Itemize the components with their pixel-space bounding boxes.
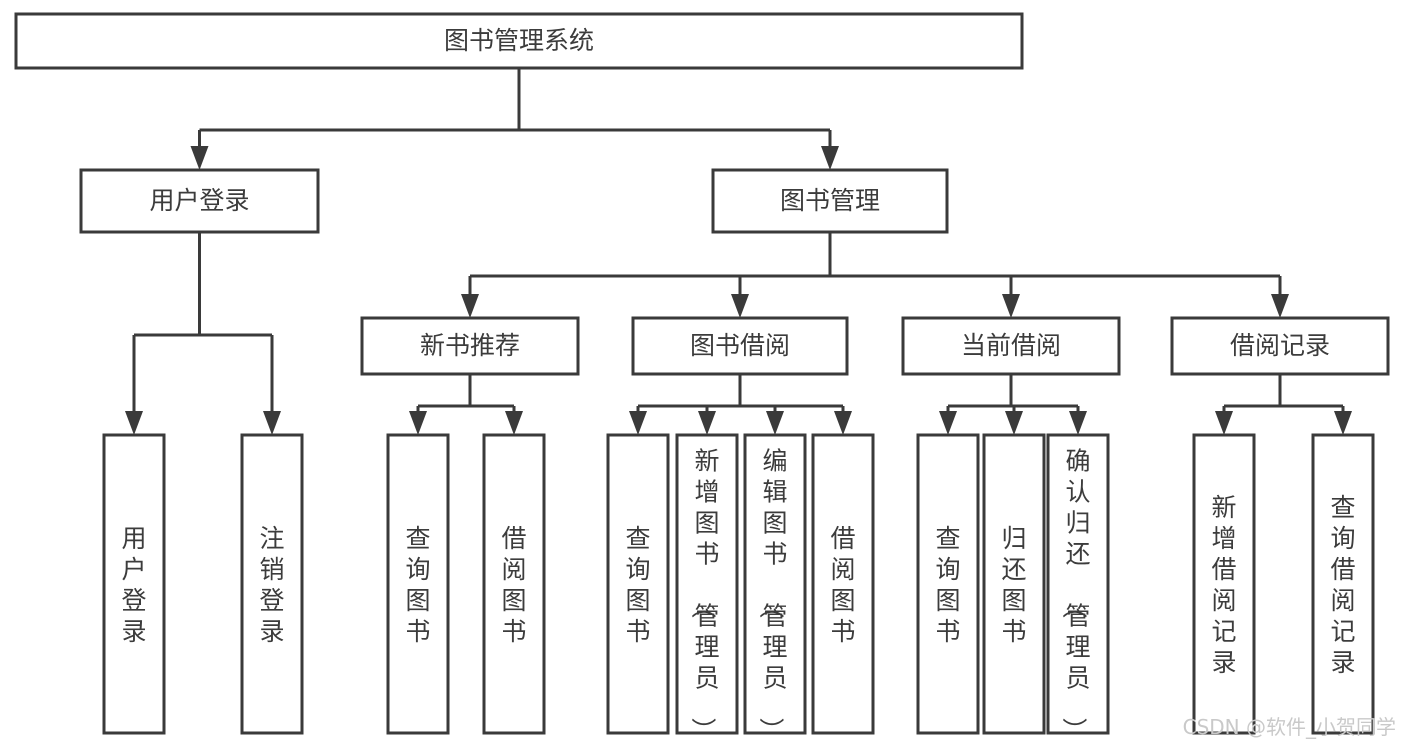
node-label-leaf-query-record: 查询借阅记录	[1330, 493, 1355, 677]
node-box-leaf-query-book-1	[386, 433, 450, 735]
node-label-book-manage: 图书管理	[780, 186, 880, 215]
node-label-leaf-borrow-book-2: 借阅图书	[830, 524, 855, 646]
connector-layer	[125, 68, 1352, 435]
node-leaf-return-book[interactable]: 归还图书	[982, 433, 1046, 735]
node-leaf-confirm-return[interactable]: 确认归还（管理员）	[1046, 433, 1110, 743]
node-label-leaf-edit-book: 编辑图书（管理员）	[756, 447, 787, 743]
node-label-leaf-query-book-1: 查询图书	[405, 524, 430, 646]
connector-borrow-record-to-leaf-query-record-arrow-icon	[1334, 411, 1352, 435]
node-label-leaf-confirm-return: 确认归还（管理员）	[1059, 447, 1090, 743]
node-layer: 图书管理系统用户登录图书管理新书推荐图书借阅当前借阅借阅记录用户登录注销登录查询…	[14, 12, 1390, 743]
node-leaf-borrow-book-1[interactable]: 借阅图书	[482, 433, 546, 735]
node-box-current-borrow	[901, 316, 1121, 376]
node-box-leaf-query-record	[1311, 433, 1375, 735]
node-root[interactable]: 图书管理系统	[14, 12, 1024, 70]
node-label-leaf-user-login: 用户登录	[121, 524, 146, 646]
node-box-leaf-user-login	[102, 433, 166, 735]
node-leaf-query-record[interactable]: 查询借阅记录	[1311, 433, 1375, 735]
node-label-current-borrow: 当前借阅	[961, 331, 1061, 360]
node-leaf-query-book-3[interactable]: 查询图书	[916, 433, 980, 735]
node-box-leaf-query-book-2	[606, 433, 670, 735]
node-book-borrow[interactable]: 图书借阅	[631, 316, 849, 376]
connector-current-borrow-to-leaf-return-book-arrow-icon	[1005, 411, 1023, 435]
node-box-leaf-add-book	[675, 433, 739, 735]
node-leaf-borrow-book-2[interactable]: 借阅图书	[811, 433, 875, 735]
connector-book-borrow-to-leaf-add-book-arrow-icon	[698, 411, 716, 435]
node-box-borrow-record	[1170, 316, 1390, 376]
node-book-manage[interactable]: 图书管理	[711, 168, 949, 234]
connector-current-borrow-to-leaf-query-book-3-arrow-icon	[939, 411, 957, 435]
connector-new-book-recommend-to-leaf-query-book-1-arrow-icon	[409, 411, 427, 435]
node-box-book-manage	[711, 168, 949, 234]
node-box-leaf-confirm-return	[1046, 433, 1110, 735]
node-box-leaf-borrow-book-2	[811, 433, 875, 735]
connector-book-borrow-to-leaf-borrow-book-2-arrow-icon	[834, 411, 852, 435]
node-leaf-add-record[interactable]: 新增借阅记录	[1192, 433, 1256, 735]
node-leaf-query-book-1[interactable]: 查询图书	[386, 433, 450, 735]
node-label-leaf-logout: 注销登录	[259, 524, 284, 646]
csdn-watermark: CSDN @软件_小贺同学	[1183, 715, 1396, 739]
node-label-leaf-return-book: 归还图书	[1001, 524, 1026, 646]
connector-user-login-to-leaf-logout-arrow-icon	[263, 411, 281, 435]
connector-bookmanage-to-borrow-record-arrow-icon	[1271, 294, 1289, 318]
node-label-leaf-query-book-2: 查询图书	[625, 524, 650, 646]
connector-root-to-user-login-arrow-icon	[190, 146, 209, 170]
connector-book-borrow-to-leaf-query-book-2-arrow-icon	[629, 411, 647, 435]
connector-new-book-recommend-to-leaf-borrow-book-1-arrow-icon	[505, 411, 523, 435]
node-label-leaf-add-book: 新增图书（管理员）	[688, 447, 719, 743]
node-box-leaf-return-book	[982, 433, 1046, 735]
node-label-leaf-query-book-3: 查询图书	[935, 524, 960, 646]
node-box-leaf-edit-book	[743, 433, 807, 735]
connector-root-to-book-manage-arrow-icon	[821, 146, 839, 170]
connector-borrow-record-to-leaf-add-record-arrow-icon	[1215, 411, 1233, 435]
node-current-borrow[interactable]: 当前借阅	[901, 316, 1121, 376]
node-box-user-login	[79, 168, 320, 234]
node-box-leaf-logout	[240, 433, 304, 735]
node-label-user-login: 用户登录	[149, 186, 249, 215]
node-borrow-record[interactable]: 借阅记录	[1170, 316, 1390, 376]
connector-user-login-to-leaf-user-login-arrow-icon	[125, 411, 143, 435]
node-leaf-edit-book[interactable]: 编辑图书（管理员）	[743, 433, 807, 743]
node-new-book-recommend[interactable]: 新书推荐	[360, 316, 580, 376]
node-box-book-borrow	[631, 316, 849, 376]
connector-bookmanage-to-current-borrow-arrow-icon	[1002, 294, 1020, 318]
node-user-login[interactable]: 用户登录	[79, 168, 320, 234]
connector-current-borrow-to-leaf-confirm-return-arrow-icon	[1069, 411, 1087, 435]
connector-bookmanage-to-new-book-recommend-arrow-icon	[461, 294, 479, 318]
node-label-root: 图书管理系统	[444, 26, 594, 55]
node-box-leaf-query-book-3	[916, 433, 980, 735]
connector-bookmanage-to-book-borrow-arrow-icon	[731, 294, 749, 318]
node-leaf-user-login[interactable]: 用户登录	[102, 433, 166, 735]
node-label-book-borrow: 图书借阅	[690, 331, 790, 360]
node-box-leaf-borrow-book-1	[482, 433, 546, 735]
node-leaf-add-book[interactable]: 新增图书（管理员）	[675, 433, 739, 743]
node-leaf-query-book-2[interactable]: 查询图书	[606, 433, 670, 735]
node-box-leaf-add-record	[1192, 433, 1256, 735]
node-label-leaf-borrow-book-1: 借阅图书	[501, 524, 526, 646]
node-label-leaf-add-record: 新增借阅记录	[1211, 493, 1236, 677]
node-box-root	[14, 12, 1024, 70]
node-label-borrow-record: 借阅记录	[1230, 331, 1330, 360]
connector-book-borrow-to-leaf-edit-book-arrow-icon	[766, 411, 784, 435]
node-box-new-book-recommend	[360, 316, 580, 376]
node-leaf-logout[interactable]: 注销登录	[240, 433, 304, 735]
node-label-new-book-recommend: 新书推荐	[420, 331, 520, 360]
